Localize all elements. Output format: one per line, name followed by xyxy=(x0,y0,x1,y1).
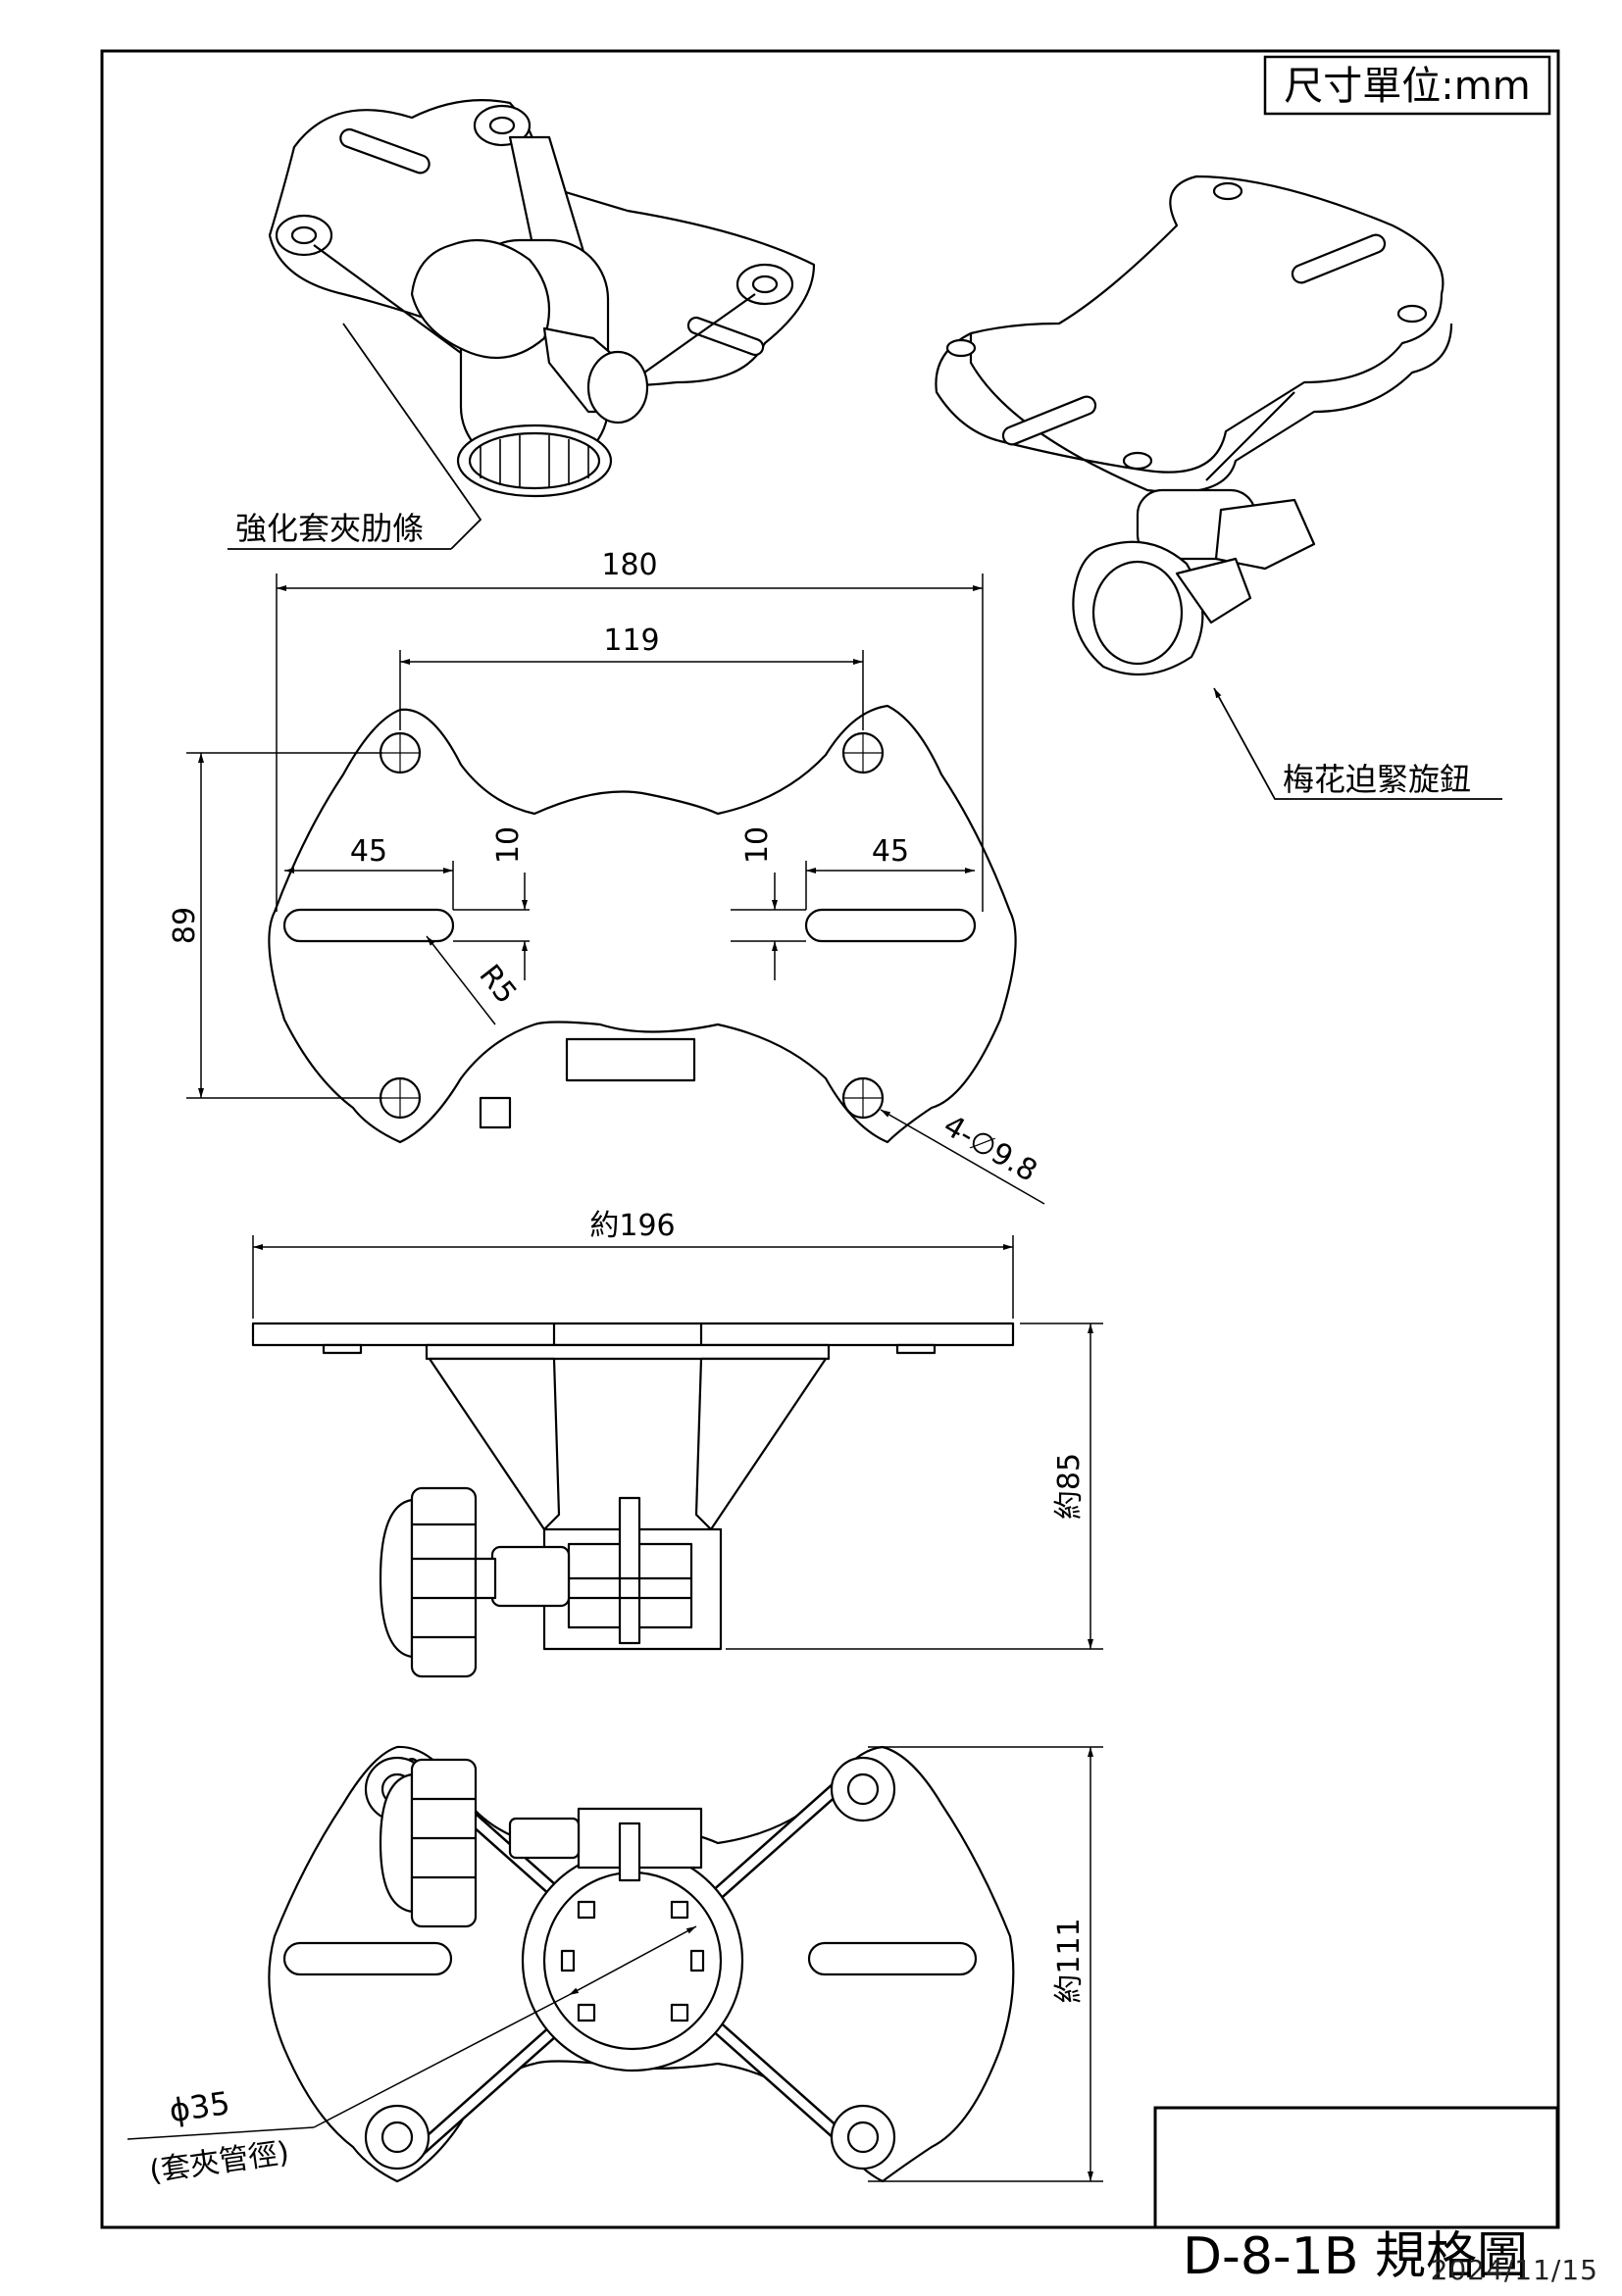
unit-box xyxy=(1263,55,1551,116)
dim-85: 約85 xyxy=(1052,1453,1087,1520)
bottom-dimensions xyxy=(127,1746,1103,2182)
title-block xyxy=(1153,2106,1559,2229)
dim-pipe-note: (套夾管徑) xyxy=(147,2135,291,2189)
dim-89: 89 xyxy=(168,907,202,944)
dim-pipe: ϕ35 xyxy=(167,2084,232,2129)
drawing-title: D-8-1B 規格圖 xyxy=(1183,2227,1528,2286)
plan-centerlines xyxy=(380,733,883,1118)
dim-180: 180 xyxy=(601,548,657,582)
drawing-frame xyxy=(100,49,1560,2229)
dim-45-right: 45 xyxy=(872,834,909,869)
knob-leader xyxy=(1213,687,1502,800)
side-view xyxy=(251,1322,1015,1678)
dim-10-right: 10 xyxy=(740,826,775,864)
dim-196: 約196 xyxy=(589,1209,675,1243)
plan-dimensions xyxy=(186,574,1045,1205)
bottom-view xyxy=(268,1745,1015,2183)
unit-label: 尺寸單位:mm xyxy=(1284,64,1531,109)
iso-view-top xyxy=(268,99,816,498)
iso-view-bottom xyxy=(935,175,1453,676)
dim-111: 約111 xyxy=(1052,1918,1087,2003)
dim-119: 119 xyxy=(603,624,659,658)
rib-callout: 強化套夾肋條 xyxy=(235,510,424,547)
side-dimensions xyxy=(252,1235,1103,1650)
rib-leader xyxy=(342,323,482,550)
dim-holes: 4-∅9.8 xyxy=(938,1109,1042,1189)
knob-callout: 梅花迫緊旋鈕 xyxy=(1283,761,1471,798)
dim-10-left: 10 xyxy=(491,826,526,864)
dim-45-left: 45 xyxy=(350,834,387,869)
plan-view xyxy=(268,704,1017,1144)
drawing-date: 2024/11/15 xyxy=(1430,2254,1598,2286)
